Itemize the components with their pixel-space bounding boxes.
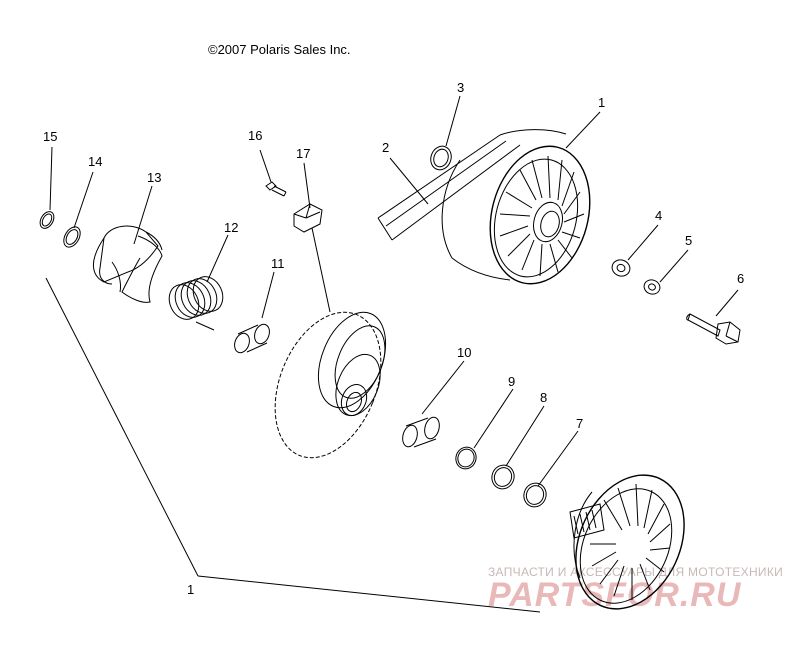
callout-10: 10 [457,345,471,360]
callout-11: 11 [271,256,285,271]
part-17-block [293,203,323,233]
part-8-ring [491,464,515,490]
callout-7: 7 [576,416,583,431]
callout-12: 12 [224,220,238,235]
part-10-bushing [402,416,440,448]
part-11-bushing [234,323,270,354]
part-2-drive-belt [377,129,567,241]
callout-16: 16 [248,128,262,143]
callout-13: 13 [147,170,161,185]
callout-17: 17 [296,146,310,161]
callout-5: 5 [685,233,692,248]
moveable-sheave [274,311,387,459]
callout-14: 14 [88,154,102,169]
callout-6: 6 [737,271,744,286]
callout-4: 4 [655,208,662,223]
part-16-screw [265,181,287,197]
callout-1-top: 1 [598,95,605,110]
part-15-retaining-ring [39,211,55,229]
part-14-washer [63,226,81,248]
callout-8: 8 [540,390,547,405]
callout-labels: 1 1 2 3 4 5 6 7 8 9 10 11 12 13 14 15 16… [43,80,744,597]
copyright-notice: ©2007 Polaris Sales Inc. [208,42,351,57]
part-6-bolt [686,313,741,345]
callout-2: 2 [382,140,389,155]
part-7-ring [523,482,547,508]
callout-9: 9 [508,374,515,389]
callout-15: 15 [43,129,57,144]
part-9-ring [455,446,477,470]
watermark-caption: ЗАПЧАСТИ И АКСЕССУАРЫ ДЛЯ МОТОТЕХНИКИ [488,565,784,579]
part-12-spring [168,276,224,331]
part-3-ring [430,145,452,171]
part-13-helix-cam [93,225,163,303]
part-1-driven-clutch-top [441,145,591,285]
callout-1-bottom: 1 [187,582,194,597]
part-5-washer [643,279,661,295]
part-1-stationary-sheave [569,474,685,610]
leader-lines [45,95,739,613]
part-4-washer [611,259,631,277]
callout-3: 3 [457,80,464,95]
